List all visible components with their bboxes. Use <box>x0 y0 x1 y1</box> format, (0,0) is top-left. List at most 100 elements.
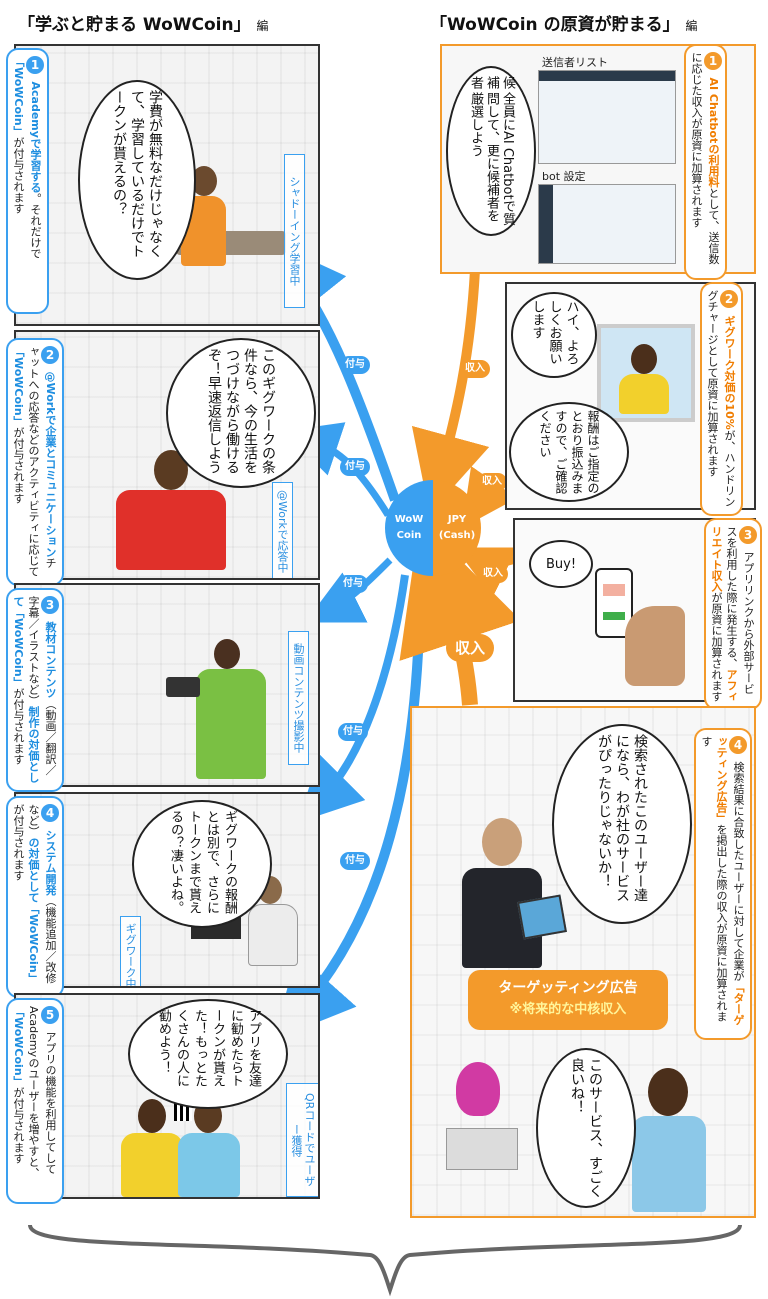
sender-list-screenshot <box>538 70 676 164</box>
woman-hijab-head <box>456 1062 500 1116</box>
speech-bubble: アプリを友達に勧めたらトークンが貰えた！もっとたくさんの人に勧めよう！ <box>128 999 288 1109</box>
income-label-2: 収入 <box>477 473 507 491</box>
desc-highlight: ギグワーク対価の10% <box>723 315 736 430</box>
orange-arrow-1 <box>411 269 490 514</box>
step-number: 1 <box>704 52 722 70</box>
left-desc-4: 4 システム開発（機能追加／改修など）の対価として「WoWCoin」が付与されま… <box>6 796 64 998</box>
right-desc-2: 2 ギグワーク対価の10%が、ハンドリングチャージとして原資に加算されます <box>700 282 743 516</box>
desc-highlight: システム開発 <box>44 829 57 896</box>
grant-label-2: 付与 <box>340 458 370 476</box>
desc-highlight-2: 制作の対価として「WoWCoin」 <box>12 596 40 783</box>
desc-highlight-2: の対価として「WoWCoin」 <box>27 837 40 984</box>
desc-text: 検索結果に合致したユーザーに対して企業が <box>732 761 745 982</box>
camera-illustration <box>166 677 200 697</box>
desc-highlight: Academyで学習する <box>29 81 42 193</box>
sender-list-label: 送信者リスト <box>542 56 608 69</box>
grant-label-4: 付与 <box>338 723 368 741</box>
speech-bubble: このギグワークの条件なら、今の生活をつづけながら働けるぞ！早速返信しよう <box>166 338 316 488</box>
character-body <box>121 1133 183 1197</box>
income-label-3: 収入 <box>478 565 508 583</box>
orange-arrow-4 <box>399 519 521 706</box>
blue-arrow-4 <box>297 574 409 823</box>
character-body <box>196 669 266 779</box>
speech-bubble: 候補者全員にAI Chatbotで質問して、更に候補者を厳選しよう <box>446 66 536 236</box>
step-number: 2 <box>720 290 738 308</box>
desc-text: が、ハンドリングチャージとして原資に加算されます <box>706 290 736 507</box>
left-panel-2: このギグワークの条件なら、今の生活をつづけながら働けるぞ！早速返信しよう @Wo… <box>14 330 320 580</box>
step-number: 4 <box>41 804 59 822</box>
activity-tag: シャドーイング学習中 <box>284 154 305 308</box>
left-title: 「学ぶと貯まる WoWCoin」 編 <box>18 10 269 35</box>
orange-arrow-3 <box>454 547 518 598</box>
right-title-suffix: 編 <box>685 19 698 33</box>
desc-highlight-2: 「WoWCoin」 <box>12 56 25 137</box>
desc-highlight: @Workで企業とコミュニケーション <box>44 371 57 558</box>
desc-text-2: が付与されます <box>12 426 25 504</box>
screenshot-header <box>539 71 675 81</box>
step-number: 1 <box>26 56 44 74</box>
screenshot-sidebar <box>539 185 553 263</box>
character-head <box>138 1099 166 1133</box>
video-call-body <box>619 374 669 414</box>
bubble-line-1: 候補者 <box>468 76 515 89</box>
desc-text-2: が原資に加算されます <box>710 592 723 702</box>
wowcoin-label-2: Coin <box>396 530 422 541</box>
hand-illustration <box>625 606 685 686</box>
speech-bubble: Buy! <box>529 540 593 588</box>
tablet-icon <box>517 894 567 940</box>
speech-bubble-2: このサービス、すごく良いね！ <box>536 1048 636 1208</box>
activity-tag: QRコードでユーザー獲得 <box>286 1083 318 1197</box>
desc-text: チャットへの応答などのアクティビティに応じて <box>27 346 57 577</box>
jpy-label-2: (Cash) <box>438 530 476 541</box>
video-call-head <box>631 344 657 374</box>
activity-tag: @Workで応答中 <box>272 482 293 578</box>
desc-highlight-2: 「WoWCoin」 <box>12 1006 25 1087</box>
wowcoin-label-1: WoW <box>394 514 424 525</box>
currency-coin: WoW Coin JPY (Cash) <box>385 480 481 576</box>
right-title-text: 「WoWCoin の原資が貯まる」 <box>430 15 680 35</box>
right-desc-1: 1 AI Chatbotの利用料として、送信数に応じた収入が原資に加算されます <box>684 44 727 280</box>
qr-code-icon <box>174 1103 192 1121</box>
desc-text: として、送信数に応じた収入が原資に加算されます <box>690 52 720 265</box>
smartphone-icon <box>595 568 633 638</box>
desc-text: アプリリンクから外部サービスを利用した際に発生する、 <box>725 526 755 695</box>
left-title-suffix: 編 <box>256 19 269 33</box>
activity-tag: ギグワーク中 <box>120 916 141 986</box>
desc-highlight: AI Chatbotの利用料 <box>707 77 720 188</box>
desc-highlight: 「ターゲッティング広告」 <box>715 736 745 1026</box>
young-man-body <box>632 1116 706 1212</box>
step-number: 3 <box>41 596 59 614</box>
desc-highlight: アフィリエイト収入 <box>710 526 738 702</box>
grant-label-1: 付与 <box>340 356 370 374</box>
businessman-head <box>482 818 522 866</box>
character-head <box>214 639 240 669</box>
bot-settings-screenshot <box>538 184 676 264</box>
laptop-icon <box>446 1128 518 1170</box>
desc-text: 。それだけで <box>29 192 42 259</box>
left-panel-4: ギグワークの報酬とは別で、さらにトークンまで貰えるの？凄いよね。 ギグワーク中 <box>14 792 320 988</box>
desc-text-2: が付与されます <box>12 136 25 214</box>
desc-text: （動画／翻訳／字幕／イラストなど） <box>27 596 57 776</box>
character-body <box>248 904 298 966</box>
speech-bubble: 学費が無料なだけじゃなくて、学習しているだけでトークンが貰えるの？ <box>78 80 196 280</box>
desc-text: アプリの機能を利用してしてAcademyのユーザーを増やすと、 <box>27 1006 57 1179</box>
right-desc-3: 3 アプリリンクから外部サービスを利用した際に発生する、アフィリエイト収入が原資… <box>704 518 762 710</box>
left-panel-1: 学費が無料なだけじゃなくて、学習しているだけでトークンが貰えるの？ シャドーイン… <box>14 44 320 326</box>
bottom-brace <box>28 1224 742 1297</box>
bubble-line-2: 全員にAI Chatbotで質問して、更に候補者を厳選しよう <box>468 91 515 226</box>
desc-text-2: が付与されます <box>12 687 25 765</box>
desc-text-2: が付与されます <box>12 1086 25 1164</box>
desc-text-2: が付与されます <box>12 804 25 881</box>
step-number: 2 <box>41 346 59 364</box>
income-label-big: 収入 <box>446 634 494 662</box>
left-desc-5: 5 アプリの機能を利用してしてAcademyのユーザーを増やすと、「WoWCoi… <box>6 998 64 1204</box>
speech-bubble: ギグワークの報酬とは別で、さらにトークンまで貰えるの？凄いよね。 <box>132 800 272 928</box>
step-number: 5 <box>41 1006 59 1024</box>
grant-label-5: 付与 <box>340 852 370 870</box>
left-title-text: 「学ぶと貯まる WoWCoin」 <box>18 15 251 35</box>
desc-highlight: 教材コンテンツ <box>44 621 57 699</box>
grant-label-3: 付与 <box>338 575 368 593</box>
character-body-2 <box>178 1133 240 1197</box>
activity-tag: 動画コンテンツ撮影中 <box>288 631 309 765</box>
desc-highlight-2: 「WoWCoin」 <box>12 346 25 427</box>
